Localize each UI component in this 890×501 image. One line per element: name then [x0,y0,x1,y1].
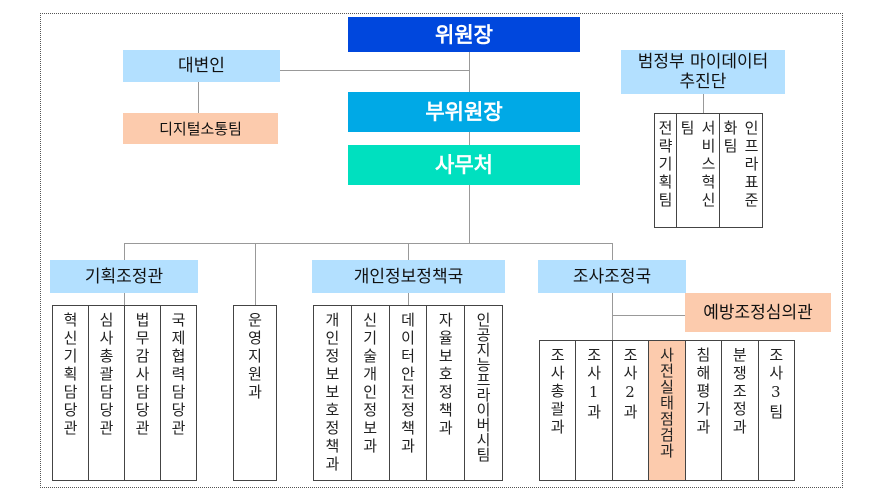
unit-label: 조사3팀 [766,347,785,422]
unit-cell: 인공지능프라이버시팀 [465,306,502,480]
privacy-units: 개인정보보호정책과 신기술개인정보과 데이터안전정책과 자율보호정책과 인공지능… [313,305,503,481]
secretariat-box: 사무처 [348,145,580,185]
unit-cell: 신기술개인정보과 [352,306,390,480]
unit-cell: 법무감사담당관 [125,306,161,480]
spokesperson-box: 대변인 [123,50,280,82]
team-cell: 전략기획팀 [655,114,677,227]
connector-digital-team [198,82,199,113]
vice-chair-box: 부위원장 [348,92,580,132]
unit-cell: 조사총괄과 [540,341,577,480]
unit-cell: 개인정보보호정책과 [314,306,352,480]
mydata-teams: 전략기획팀 서비스혁신팀 인프라표준화팀 [654,113,763,228]
unit-label: 신기술개인정보과 [360,312,379,456]
team-label: 전략기획팀 [656,120,674,210]
connector-operations [255,243,256,305]
outer-frame [40,13,843,488]
unit-cell: 조사1과 [576,341,613,480]
unit-label: 국제협력담당관 [169,312,187,438]
connector-mydata [703,94,704,113]
unit-label: 분쟁조정과 [730,347,749,437]
team-label: 인프라표준화팀 [721,120,760,210]
unit-cell: 국제협력담당관 [161,306,196,480]
unit-cell: 조사2과 [613,341,650,480]
connector-spokesperson [280,70,469,71]
unit-label: 데이터안전정책과 [398,312,417,456]
team-cell: 서비스혁신팀 [677,114,720,227]
investigation-units: 조사총괄과 조사1과 조사2과 사전실태점검과 침해평가과 분쟁조정과 조사3팀 [539,340,795,481]
unit-label: 개인정보보호정책과 [322,312,341,474]
unit-label: 심사총괄담당관 [97,312,115,438]
unit-label: 사전실태점검과 [657,347,676,459]
connector-bureaus [124,243,613,244]
unit-label: 조사2과 [621,347,640,422]
prevention-box: 예방조정심의관 [685,293,831,332]
chair-box: 위원장 [348,17,580,52]
connector-prevention [612,315,685,316]
mydata-box: 범정부 마이데이터 추진단 [621,50,785,94]
investigation-box: 조사조정국 [538,260,686,293]
privacy-policy-box: 개인정보정책국 [312,260,505,293]
unit-cell: 혁신기획담당관 [53,306,89,480]
unit-cell: 심사총괄담당관 [89,306,125,480]
team-cell: 인프라표준화팀 [720,114,762,227]
unit-cell-highlighted: 사전실태점검과 [649,341,686,480]
unit-label: 자율보호정책과 [436,312,455,438]
unit-label: 혁신기획담당관 [61,312,79,438]
operations-units: 운영지원과 [233,305,277,481]
digital-team-box: 디지털소통팀 [123,113,278,144]
unit-cell: 운영지원과 [234,306,276,480]
unit-label: 인공지능프라이버시팀 [474,312,493,462]
unit-cell: 조사3팀 [759,341,794,480]
unit-label: 조사총괄과 [548,347,567,437]
unit-label: 침해평가과 [693,347,712,437]
unit-label: 운영지원과 [245,312,264,402]
unit-cell: 자율보호정책과 [427,306,466,480]
unit-label: 조사1과 [584,347,603,422]
unit-cell: 침해평가과 [686,341,723,480]
team-label: 서비스혁신팀 [678,120,717,210]
unit-cell: 데이터안전정책과 [390,306,428,480]
unit-label: 법무감사담당관 [133,312,151,438]
unit-cell: 분쟁조정과 [722,341,759,480]
planning-box: 기획조정관 [50,260,198,293]
planning-units: 혁신기획담당관 심사총괄담당관 법무감사담당관 국제협력담당관 [52,305,197,481]
